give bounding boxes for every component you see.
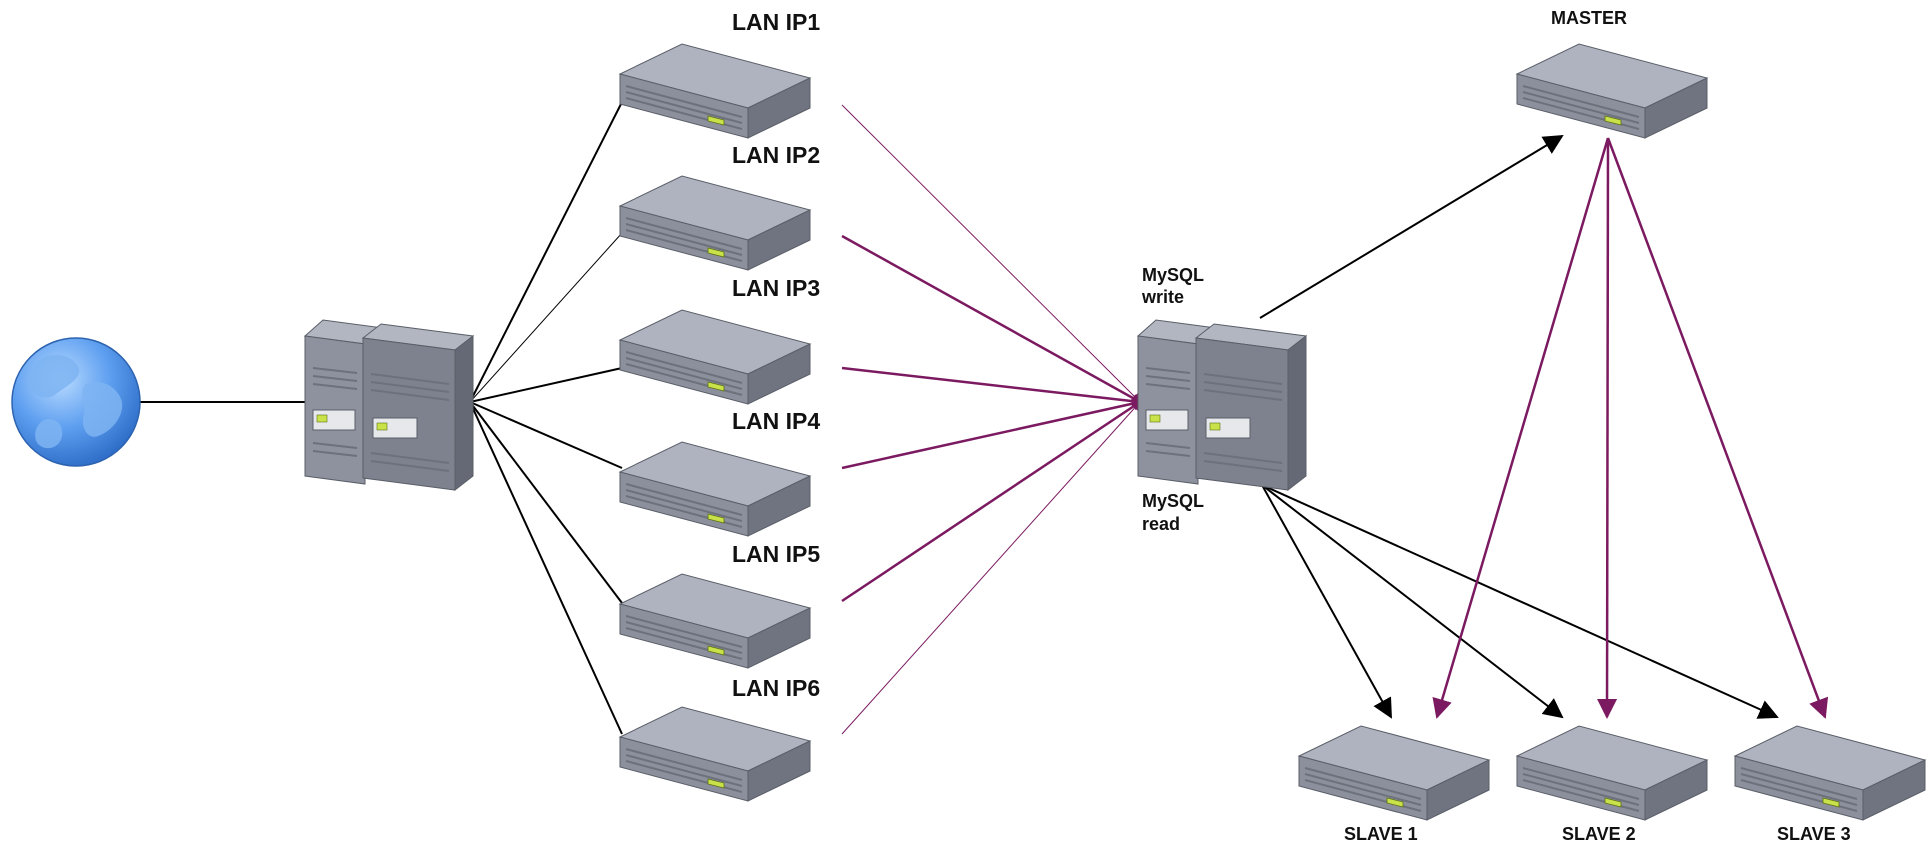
slave-server-icon <box>1298 725 1490 821</box>
link-mysql-read-to-slave-2 <box>1261 484 1564 719</box>
link-balancer-to-lan-ip5 <box>469 401 623 604</box>
link-balancer-to-lan-ip6 <box>469 401 623 735</box>
link-balancer-to-lan-ip4 <box>469 401 623 469</box>
link-lan-ip6-to-mysql <box>841 401 1141 735</box>
link-mysql-read-to-slave-3 <box>1261 484 1779 719</box>
link-master-to-slave-1 <box>1432 137 1610 719</box>
mysql-read-label-1: MySQL <box>1142 491 1204 511</box>
link-master-to-slave-3 <box>1606 137 1829 719</box>
link-lan-ip4-to-mysql <box>841 399 1141 470</box>
link-lan-ip2-to-mysql <box>841 234 1141 404</box>
link-mysql-write-to-master <box>1259 134 1564 319</box>
link-balancer-to-lan-ip3 <box>469 367 623 403</box>
master-label: MASTER <box>1551 8 1627 28</box>
mysql-proxy-server-icon <box>1137 319 1307 491</box>
link-master-to-slave-2 <box>1597 137 1618 719</box>
lan-ip3-label: LAN IP3 <box>732 275 820 301</box>
mysql-write-label-2: write <box>1141 287 1184 307</box>
slave-1-label: SLAVE 1 <box>1344 824 1418 844</box>
lan-server-icon <box>619 43 811 139</box>
link-lan-ip5-to-mysql <box>841 400 1141 603</box>
lan-ip2-label: LAN IP2 <box>732 142 820 168</box>
master-server-icon <box>1516 43 1708 139</box>
internet-globe-icon <box>11 337 141 467</box>
slave-server-icon <box>1734 725 1926 821</box>
lan-server-icon <box>619 573 811 669</box>
lan-ip1-label: LAN IP1 <box>732 9 820 35</box>
lan-server-icon <box>619 175 811 271</box>
mysql-read-label-2: read <box>1142 514 1180 534</box>
link-balancer-to-lan-ip2 <box>469 232 623 403</box>
lan-server-icon <box>619 441 811 537</box>
load-balancer-server-icon <box>304 319 474 491</box>
lan-server-icon <box>619 706 811 802</box>
mysql-write-label-1: MySQL <box>1142 265 1204 285</box>
slave-server-icon <box>1516 725 1708 821</box>
link-balancer-to-lan-ip1 <box>469 101 623 403</box>
slave-2-label: SLAVE 2 <box>1562 824 1636 844</box>
lan-ip4-label: LAN IP4 <box>732 408 820 434</box>
link-lan-ip3-to-mysql <box>841 366 1141 406</box>
lan-ip5-label: LAN IP5 <box>732 541 820 567</box>
link-lan-ip1-to-mysql <box>841 104 1141 403</box>
slave-3-label: SLAVE 3 <box>1777 824 1851 844</box>
lan-ip6-label: LAN IP6 <box>732 675 820 701</box>
connections <box>140 101 1829 735</box>
link-mysql-read-to-slave-1 <box>1261 484 1392 719</box>
lan-server-icon <box>619 309 811 405</box>
